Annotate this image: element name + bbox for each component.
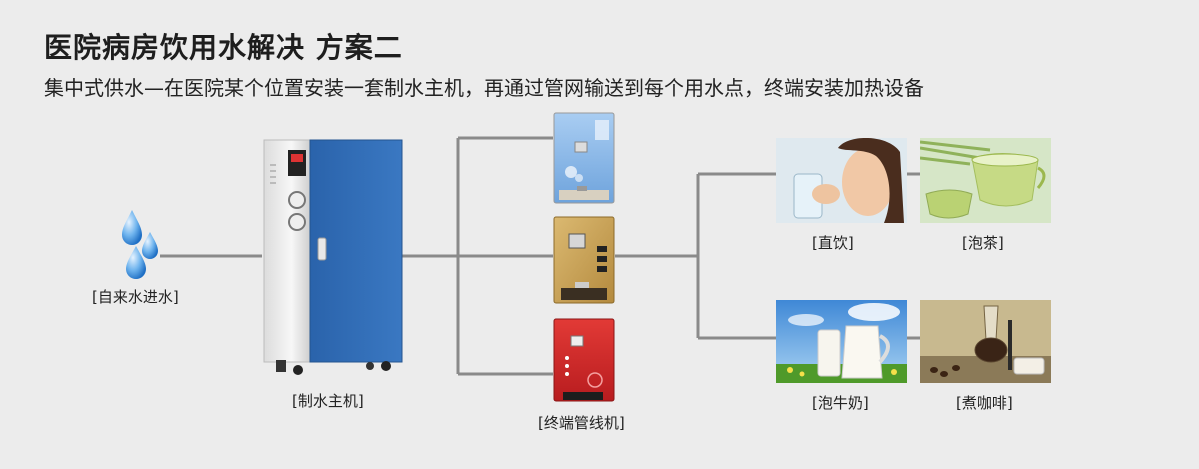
- terminal-unit-gold-image: [553, 216, 615, 304]
- main-unit-image: [263, 139, 403, 375]
- photo-brew-tea: [920, 138, 1051, 223]
- label-brew-tea: [泡茶]: [962, 234, 1004, 252]
- photo-drink-direct: [776, 138, 907, 223]
- label-main-unit: [制水主机]: [292, 392, 364, 410]
- terminal-unit-blue-image: [553, 112, 615, 204]
- page-title: 医院病房饮用水解决 方案二: [44, 31, 403, 64]
- label-brew-coffee: [煮咖啡]: [956, 394, 1013, 412]
- photo-brew-coffee: [920, 300, 1051, 383]
- terminal-unit-red-image: [553, 318, 615, 402]
- label-tap-water-in: [自来水进水]: [92, 288, 179, 306]
- page-subtitle: 集中式供水—在医院某个位置安装一套制水主机，再通过管网输送到每个用水点，终端安装…: [44, 76, 924, 100]
- water-drops-icon: [122, 210, 158, 279]
- label-brew-milk: [泡牛奶]: [812, 394, 869, 412]
- label-terminal-units: [终端管线机]: [538, 414, 625, 432]
- photo-brew-milk: [776, 300, 907, 383]
- label-drink-direct: [直饮]: [812, 234, 854, 252]
